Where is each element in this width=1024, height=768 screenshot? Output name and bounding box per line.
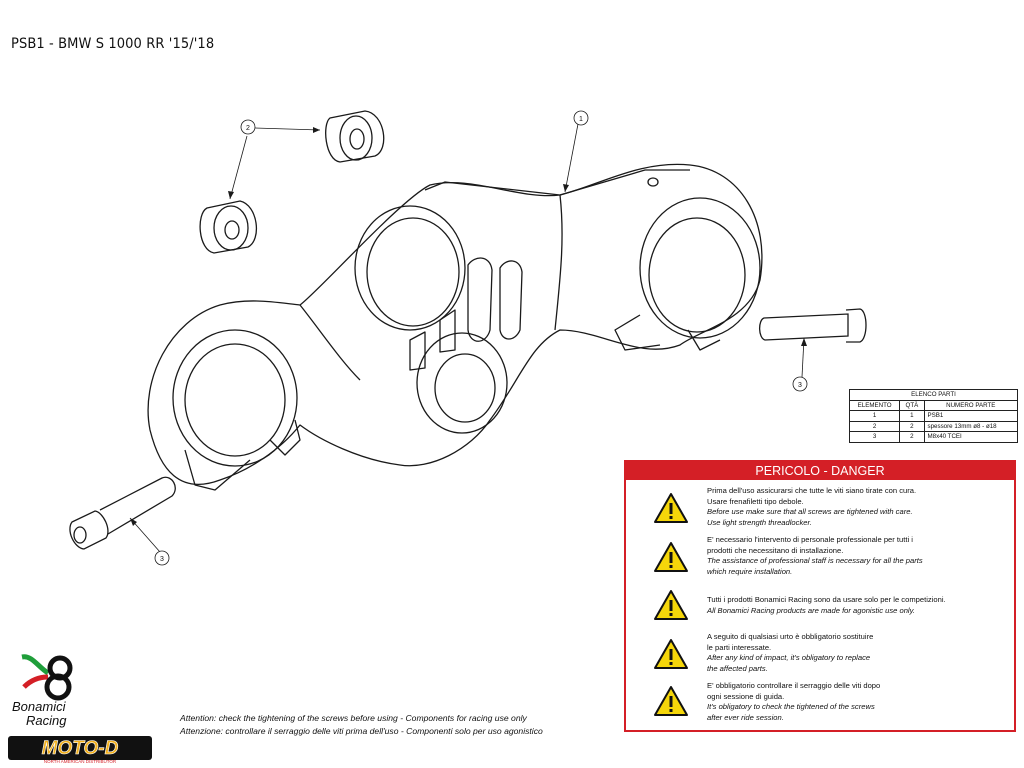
spacer-top: [325, 110, 385, 163]
warning-line: It's obligatory to check the tightened o…: [707, 702, 875, 712]
callout-1: [573, 110, 589, 126]
table-cell: 3: [848, 431, 901, 443]
warning-line: the affected parts.: [707, 663, 768, 673]
parts-table: ELENCO PARTI ELEMENTO QTÀ NUMERO PARTE 1…: [848, 389, 1018, 443]
table-row: 3 2 M8x40 TCEI: [848, 431, 1018, 443]
attention-en: Attention: check the tightening of the s…: [180, 713, 527, 723]
warning-line: Before use make sure that all screws are…: [707, 507, 913, 517]
table-cell: spessore 13mm ø8 - ø18: [923, 420, 1018, 432]
table-row: 1 1 PSB1: [848, 410, 1018, 422]
attention-note: Attention: check the tightening of the s…: [180, 712, 543, 737]
callout-3-left-label: 3: [160, 556, 164, 563]
page-title: PSB1 - BMW S 1000 RR '15/'18: [11, 36, 215, 52]
spacer-bottom: [199, 200, 258, 254]
moto-d-logo: MOTO-D NORTH AMERICAN DISTRIBUTOR: [8, 736, 152, 764]
table-cell: M8x40 TCEI: [923, 431, 1018, 443]
parts-header-part-number: NUMERO PARTE: [923, 399, 1018, 411]
brand-name: Bonamici Racing: [12, 700, 66, 728]
warning-line: Usare frenafiletti tipo debole.: [707, 496, 804, 506]
attention-it: Attenzione: controllare il serraggio del…: [180, 725, 543, 736]
warning-icon: [654, 542, 688, 572]
warning-icon: [654, 493, 688, 523]
warning-line: Use light strength threadlocker.: [707, 517, 812, 527]
warning-icon: [654, 590, 688, 620]
danger-box: PERICOLO - DANGER Prima dell'uso assicur…: [624, 460, 1016, 732]
warning-line: E' obbligatorio controllare il serraggio…: [707, 681, 881, 690]
callout-1-label: 1: [579, 116, 583, 123]
warning-icon: [654, 686, 688, 716]
moto-d-text: MOTO-D: [42, 738, 119, 759]
warning-text-4: A seguito di qualsiasi urto è obbligator…: [707, 632, 873, 674]
warning-line: Prima dell'uso assicurarsi che tutte le …: [707, 486, 917, 495]
bolts: [69, 308, 867, 550]
warning-text-1: Prima dell'uso assicurarsi che tutte le …: [707, 486, 916, 528]
warning-line: A seguito di qualsiasi urto è obbligator…: [707, 632, 874, 641]
bolt-left: [99, 476, 176, 535]
moto-d-subtext: NORTH AMERICAN DISTRIBUTOR: [44, 759, 117, 764]
brand-line-2: Racing: [26, 713, 67, 728]
table-row: 2 2 spessore 13mm ø8 - ø18: [848, 420, 1018, 432]
warning-text-2: E' necessario l'intervento di personale …: [707, 535, 923, 577]
warning-line: Tutti i prodotti Bonamici Racing sono da…: [707, 595, 946, 604]
warning-line: le parti interessate.: [707, 642, 772, 652]
right-fork-bore: [639, 197, 761, 339]
callout-3-right: [792, 376, 808, 392]
table-cell: 2: [899, 431, 925, 443]
warning-line: prodotti che necessitano di installazion…: [707, 545, 844, 555]
warning-text-5: E' obbligatorio controllare il serraggio…: [707, 681, 880, 723]
warning-line: ogni sessione di guida.: [707, 691, 785, 701]
table-cell: 1: [848, 410, 901, 422]
callout-3-left: [154, 550, 170, 566]
table-cell: 2: [899, 420, 925, 432]
warning-line: after ever ride session.: [707, 712, 784, 722]
table-cell: PSB1: [923, 410, 1018, 422]
left-fork-bore: [172, 329, 298, 467]
warning-line: All Bonamici Racing products are made fo…: [707, 605, 915, 615]
spacers: [199, 110, 385, 254]
callout-2: [240, 119, 256, 135]
bonamici-logo: [21, 654, 73, 701]
warning-line: which require installation.: [707, 566, 793, 576]
callout-3-right-label: 3: [798, 382, 802, 389]
table-cell: 1: [899, 410, 925, 422]
warning-text-3: Tutti i prodotti Bonamici Racing sono da…: [707, 595, 946, 616]
parts-header-qty: QTÀ: [899, 399, 925, 411]
table-cell: 2: [848, 420, 901, 432]
danger-header: PERICOLO - DANGER: [626, 462, 1014, 480]
parts-header-element: ELEMENTO: [848, 399, 901, 411]
brand-line-1: Bonamici: [12, 699, 66, 714]
callout-2-label: 2: [246, 125, 250, 132]
warning-icon: [654, 639, 688, 669]
warning-line: The assistance of professional staff is …: [707, 556, 923, 566]
bolt-right: [758, 313, 849, 341]
warning-line: After any kind of impact, it's obligator…: [707, 653, 871, 663]
parts-table-caption: ELENCO PARTI: [849, 389, 1018, 401]
center-bore: [416, 332, 508, 434]
stem-bore: [354, 205, 466, 331]
warning-line: E' necessario l'intervento di personale …: [707, 535, 913, 544]
